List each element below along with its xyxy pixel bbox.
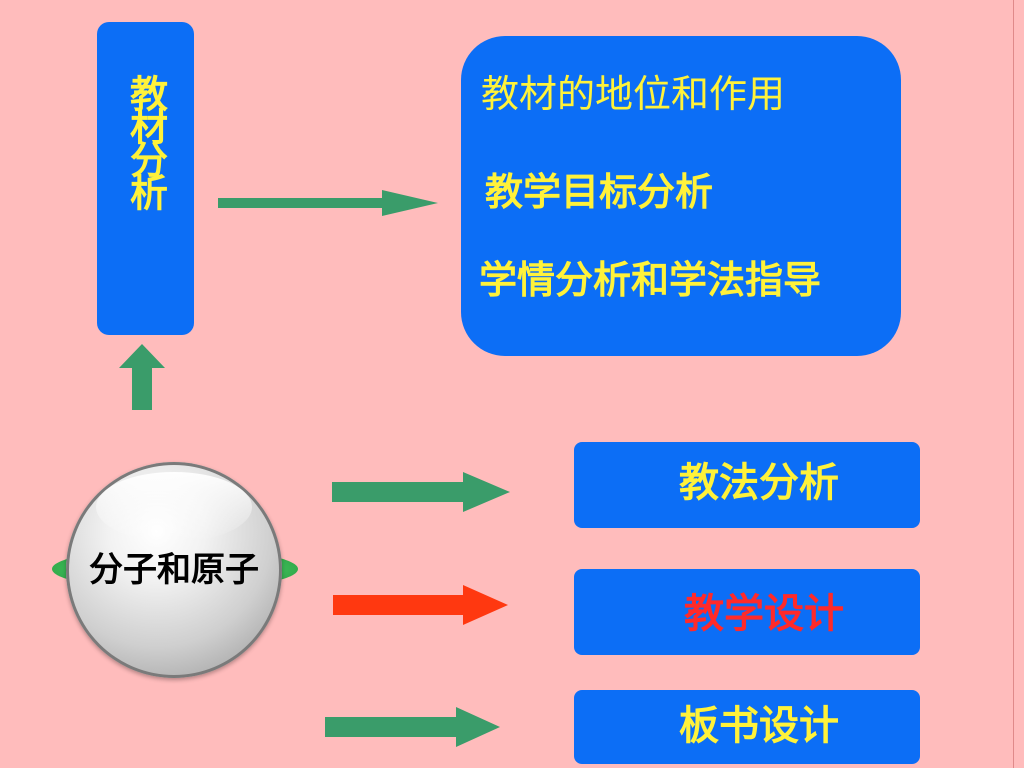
pill-board-design-label: 板书设计 (679, 703, 839, 749)
pill-board-design[interactable]: 板书设计 (574, 690, 920, 764)
textbook-analysis-label: 教材分析 (123, 74, 168, 206)
center-orb-label: 分子和原子 (89, 550, 259, 590)
arrow-right-icon (333, 585, 508, 625)
orb-highlight (96, 472, 252, 542)
arrow-right-icon (325, 707, 500, 747)
pill-teaching-method[interactable]: 教法分析 (574, 442, 920, 528)
pill-teaching-design-label: 教学设计 (684, 591, 844, 637)
textbook-analysis-box[interactable]: 教材分析 (97, 22, 194, 335)
pill-teaching-design[interactable]: 教学设计 (574, 569, 920, 655)
arrow-right-icon (218, 190, 438, 216)
textbook-detail-box[interactable]: 教材的地位和作用 教学目标分析 学情分析和学法指导 (461, 36, 901, 356)
pill-teaching-method-label: 教法分析 (679, 460, 839, 506)
detail-item-learning: 学情分析和学法指导 (479, 258, 822, 302)
arrow-right-icon (332, 472, 510, 512)
detail-item-role: 教材的地位和作用 (481, 72, 786, 116)
slide-edge-divider (1013, 0, 1014, 768)
detail-item-goals: 教学目标分析 (485, 170, 714, 214)
arrow-up-icon (119, 344, 165, 410)
